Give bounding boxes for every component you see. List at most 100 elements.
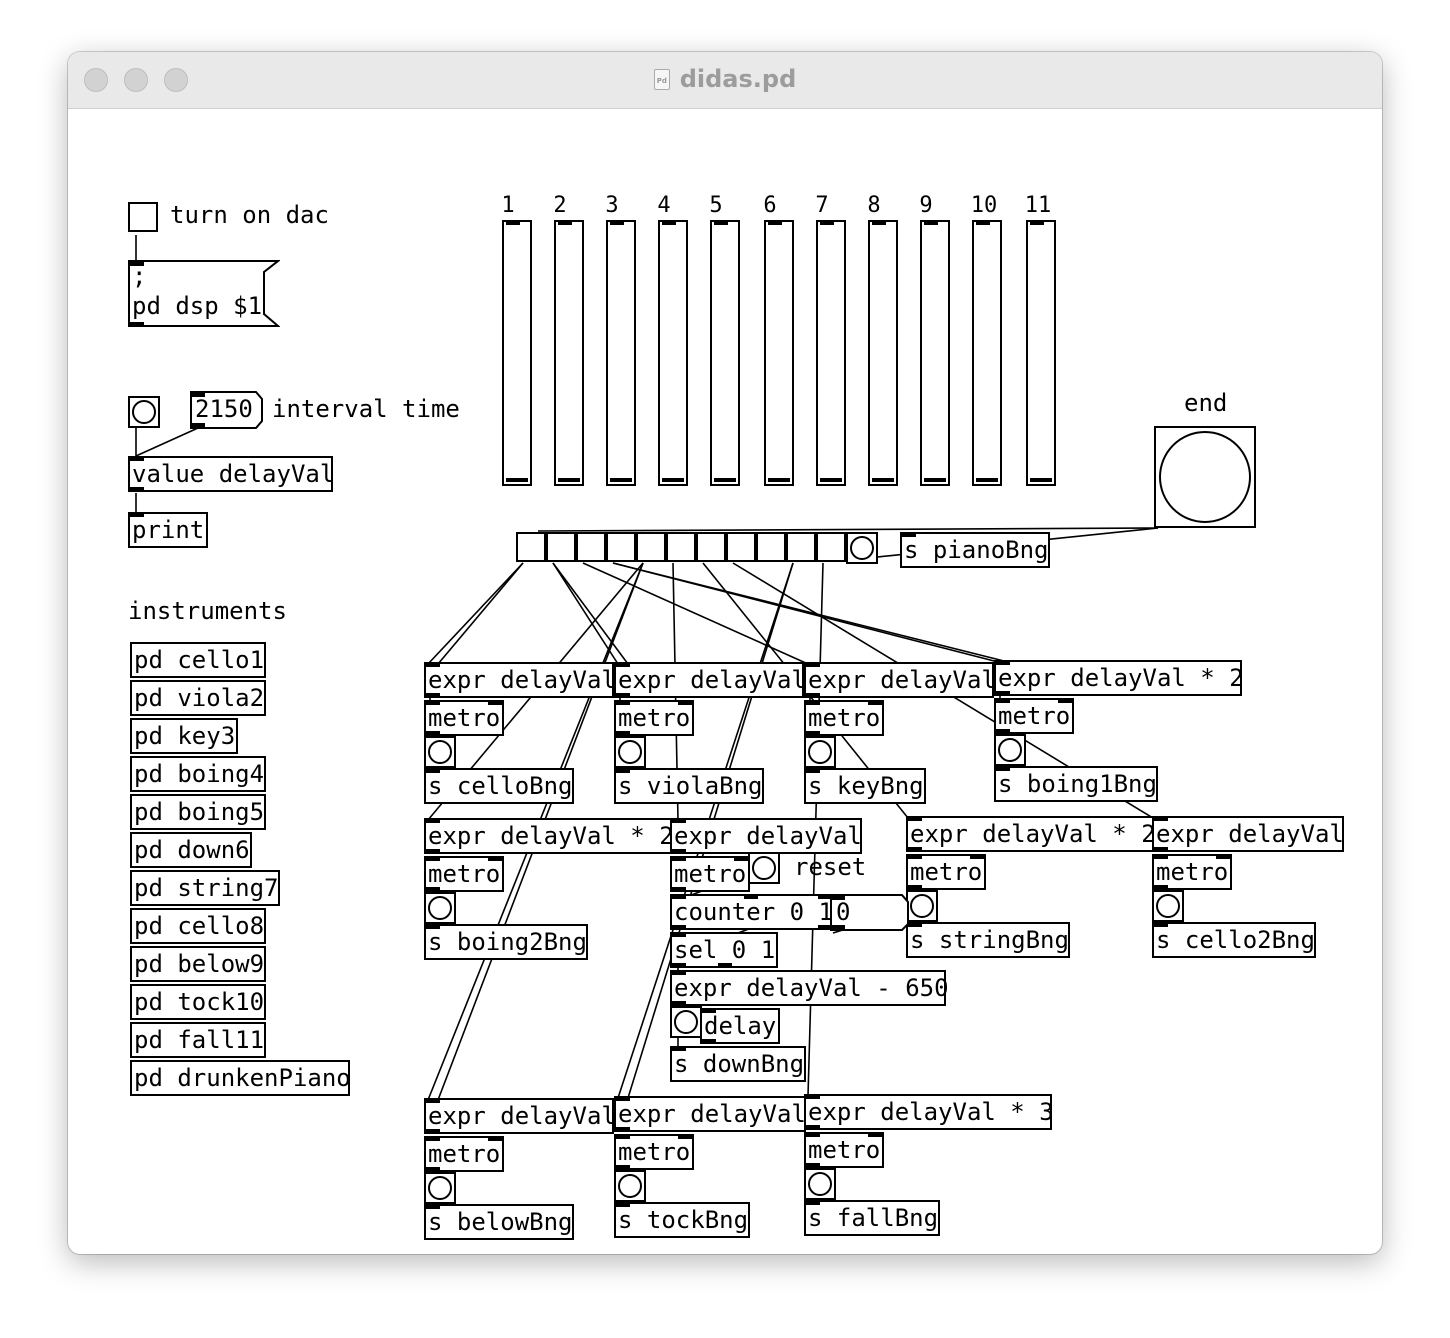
close-button[interactable] (84, 68, 108, 92)
group-viola-expr[interactable]: expr delayVal (614, 662, 806, 698)
down-expr-minus[interactable]: expr delayVal - 650 (670, 970, 949, 1006)
group-cello2-metro[interactable]: metro (1152, 854, 1232, 890)
instrument-string7[interactable]: pd string7 (130, 870, 280, 906)
radio-cell-6[interactable] (666, 532, 696, 562)
group-below-send[interactable]: s belowBng (424, 1204, 574, 1240)
reset-bang[interactable] (748, 852, 780, 884)
instrument-viola2[interactable]: pd viola2 (130, 680, 266, 716)
dsp-toggle[interactable] (128, 202, 158, 232)
group-fall-expr[interactable]: expr delayVal * 3 (804, 1094, 1054, 1130)
slider-2[interactable] (554, 220, 584, 486)
group-key-bang[interactable] (804, 736, 836, 768)
group-boing1-send[interactable]: s boing1Bng (994, 766, 1158, 802)
radio-cell-10[interactable] (786, 532, 816, 562)
interval-number[interactable]: 2150 (195, 395, 253, 423)
slider-7[interactable] (816, 220, 846, 486)
radio-cell-11[interactable] (816, 532, 846, 562)
group-boing2-send[interactable]: s boing2Bng (424, 924, 588, 960)
group-below-expr[interactable]: expr delayVal (424, 1098, 616, 1134)
print-object[interactable]: print (128, 512, 208, 548)
zoom-button[interactable] (164, 68, 188, 92)
interval-number-box[interactable] (190, 391, 264, 429)
down-metro[interactable]: metro (670, 856, 750, 892)
down-counter[interactable]: counter 0 1 (670, 894, 833, 930)
slider-6[interactable] (764, 220, 794, 486)
send-pianobng[interactable]: s pianoBng (900, 532, 1050, 568)
minimize-button[interactable] (124, 68, 148, 92)
group-key-send[interactable]: s keyBng (804, 768, 926, 804)
value-delayval-object[interactable]: value delayVal (128, 456, 334, 492)
slider-1[interactable] (502, 220, 532, 486)
radio-cell-3[interactable] (576, 532, 606, 562)
down-delay[interactable]: delay (700, 1008, 780, 1044)
group-cello-metro[interactable]: metro (424, 700, 504, 736)
patch-canvas[interactable]: turn on dac ; pd dsp $1 2150 interval ti… (68, 108, 1382, 1254)
piano-bang[interactable] (846, 532, 878, 564)
group-cello2-expr[interactable]: expr delayVal (1152, 816, 1344, 852)
group-boing2-metro[interactable]: metro (424, 856, 504, 892)
interval-bang[interactable] (128, 396, 160, 428)
radio-cell-1[interactable] (516, 532, 546, 562)
radio-cell-7[interactable] (696, 532, 726, 562)
group-boing2-bang[interactable] (424, 892, 456, 924)
group-cello-bang[interactable] (424, 736, 456, 768)
group-fall-bang[interactable] (804, 1168, 836, 1200)
group-boing1-expr[interactable]: expr delayVal * 2 (994, 660, 1244, 696)
group-key-expr[interactable]: expr delayVal (804, 662, 996, 698)
end-bang[interactable] (1154, 426, 1256, 528)
group-key-metro[interactable]: metro (804, 700, 884, 736)
down-expr[interactable]: expr delayVal (670, 818, 862, 854)
slider-11[interactable] (1026, 220, 1056, 486)
group-tock-send[interactable]: s tockBng (614, 1202, 750, 1238)
slider-3[interactable] (606, 220, 636, 486)
slider-4[interactable] (658, 220, 688, 486)
radio-cell-4[interactable] (606, 532, 636, 562)
group-fall-metro[interactable]: metro (804, 1132, 884, 1168)
group-tock-expr[interactable]: expr delayVal (614, 1096, 806, 1132)
slider-9[interactable] (920, 220, 950, 486)
group-string-bang[interactable] (906, 890, 938, 922)
group-cello-send[interactable]: s celloBng (424, 768, 574, 804)
group-string-metro[interactable]: metro (906, 854, 986, 890)
instrument-below9[interactable]: pd below9 (130, 946, 266, 982)
group-below-bang[interactable] (424, 1172, 456, 1204)
radio-cell-2[interactable] (546, 532, 576, 562)
down-sel[interactable]: sel 0 1 (670, 932, 778, 968)
down-number-box[interactable] (830, 894, 910, 932)
instrument-cello1[interactable]: pd cello1 (130, 642, 266, 678)
group-cello2-send[interactable]: s cello2Bng (1152, 922, 1316, 958)
group-tock-metro[interactable]: metro (614, 1134, 694, 1170)
radio-cell-5[interactable] (636, 532, 666, 562)
down-number[interactable]: 0 (836, 898, 851, 926)
group-viola-send[interactable]: s violaBng (614, 768, 764, 804)
group-cello-expr[interactable]: expr delayVal (424, 662, 616, 698)
group-cello2-bang[interactable] (1152, 890, 1184, 922)
radio-cell-9[interactable] (756, 532, 786, 562)
instrument-drunkenpiano[interactable]: pd drunkenPiano (130, 1060, 351, 1096)
instrument-key3[interactable]: pd key3 (130, 718, 238, 754)
instrument-down6[interactable]: pd down6 (130, 832, 252, 868)
instrument-boing5[interactable]: pd boing5 (130, 794, 266, 830)
instrument-tock10[interactable]: pd tock10 (130, 984, 266, 1020)
group-below-metro[interactable]: metro (424, 1136, 504, 1172)
down-bang[interactable] (670, 1006, 702, 1038)
group-viola-bang[interactable] (614, 736, 646, 768)
dsp-message-box[interactable] (128, 260, 280, 328)
group-boing2-expr[interactable]: expr delayVal * 2 (424, 818, 674, 854)
group-string-expr[interactable]: expr delayVal * 2 (906, 816, 1156, 852)
instrument-fall11[interactable]: pd fall11 (130, 1022, 266, 1058)
slider-5[interactable] (710, 220, 740, 486)
group-viola-metro[interactable]: metro (614, 700, 694, 736)
group-boing1-bang[interactable] (994, 734, 1026, 766)
slider-8[interactable] (868, 220, 898, 486)
group-boing1-metro[interactable]: metro (994, 698, 1074, 734)
group-tock-bang[interactable] (614, 1170, 646, 1202)
down-send[interactable]: s downBng (670, 1046, 806, 1082)
group-string-send[interactable]: s stringBng (906, 922, 1070, 958)
instrument-boing4[interactable]: pd boing4 (130, 756, 266, 792)
group-fall-send[interactable]: s fallBng (804, 1200, 940, 1236)
radio-cell-8[interactable] (726, 532, 756, 562)
instrument-cello8[interactable]: pd cello8 (130, 908, 266, 944)
slider-10[interactable] (972, 220, 1002, 486)
